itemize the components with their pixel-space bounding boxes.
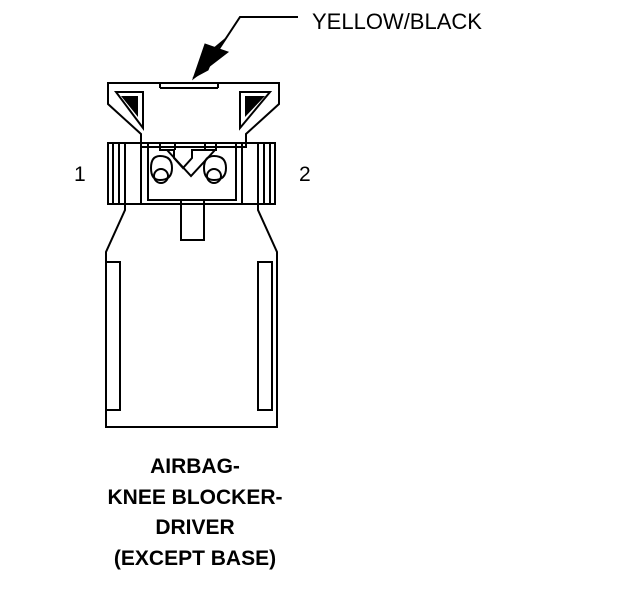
caption-line-1: AIRBAG- <box>150 455 240 478</box>
caption-line-3: DRIVER <box>155 516 235 539</box>
connector-body <box>105 204 278 428</box>
left-latch <box>114 91 144 131</box>
right-latch <box>239 91 273 131</box>
connector-caption: AIRBAG- KNEE BLOCKER- DRIVER (EXCEPT BAS… <box>0 452 390 574</box>
connector-middle <box>124 142 259 205</box>
terminal-cavity <box>147 142 237 201</box>
caption-line-4: (EXCEPT BASE) <box>113 546 277 570</box>
body-groove-right <box>257 261 273 411</box>
connector-head <box>107 82 280 148</box>
right-ridge <box>257 142 276 205</box>
terminal-2 <box>202 154 228 182</box>
pin-number-1: 1 <box>74 163 86 186</box>
body-groove-left <box>105 261 121 411</box>
wire-leader-line <box>212 16 298 59</box>
left-ridge <box>107 142 126 205</box>
connector-stem <box>180 200 205 241</box>
pin-number-2: 2 <box>299 163 311 186</box>
caption-line-2: KNEE BLOCKER- <box>107 485 283 509</box>
wire-color-label: YELLOW/BLACK <box>312 9 482 34</box>
